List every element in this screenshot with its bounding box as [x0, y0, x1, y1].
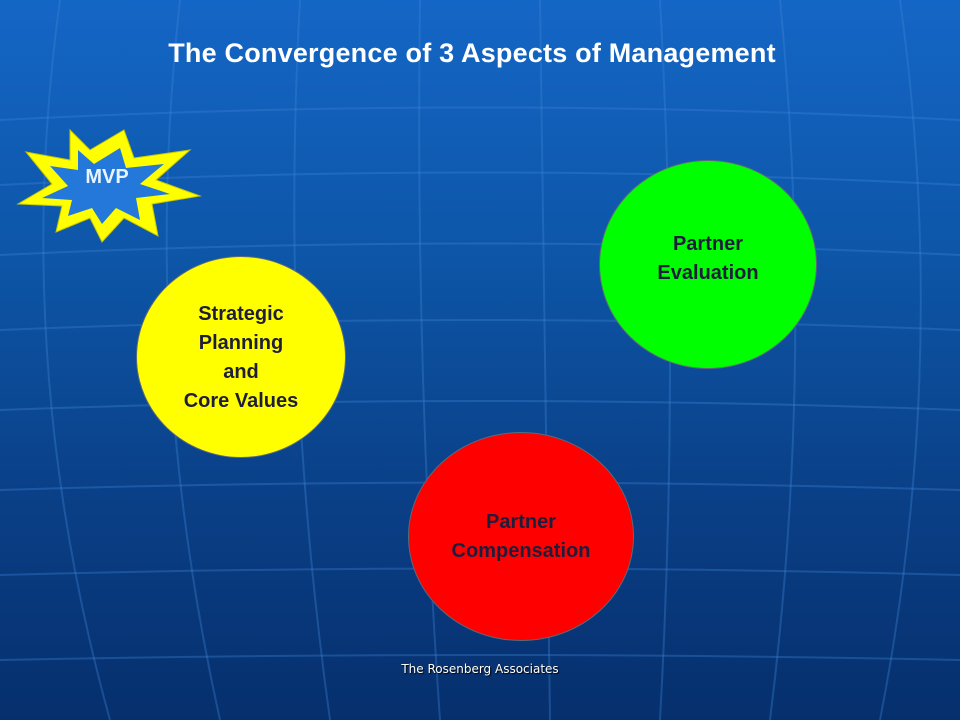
partner-compensation-label: Partner Compensation — [451, 510, 591, 562]
mvp-label: MVP — [85, 166, 129, 188]
mvp-starburst-icon — [16, 128, 202, 243]
partner-evaluation-circle: Partner Evaluation — [599, 160, 817, 369]
strategic-planning-circle: Strategic Planning and Core Values — [136, 256, 346, 458]
strategic-planning-label: Strategic Planning and Core Values — [183, 303, 299, 412]
footer-text: The Rosenberg Associates — [401, 662, 559, 676]
partner-compensation-circle: Partner Compensation — [408, 432, 634, 641]
partner-evaluation-label: Partner Evaluation — [657, 232, 759, 284]
slide-title: The Convergence of 3 Aspects of Manageme… — [168, 38, 776, 68]
